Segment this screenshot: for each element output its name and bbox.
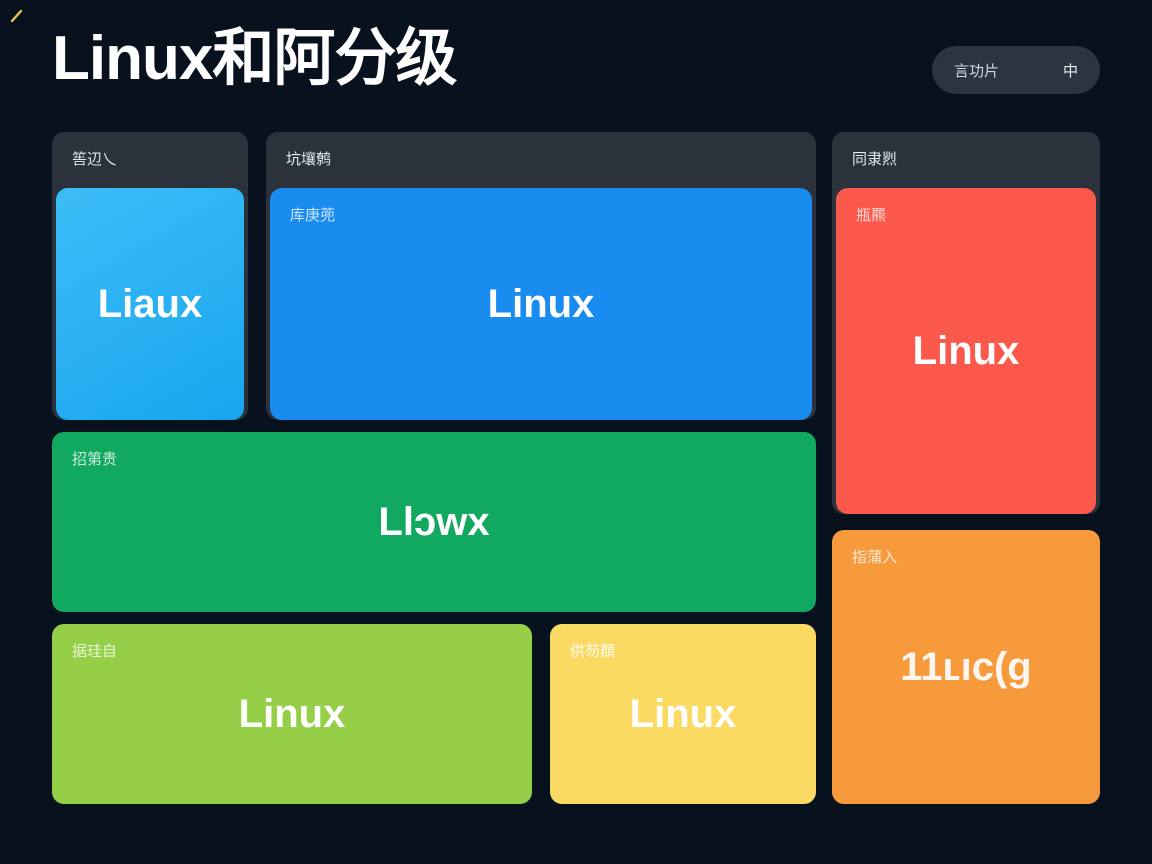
card-orange-label: 指蒲入	[852, 549, 898, 566]
card-secondary[interactable]: 库庚蔸 Linux	[270, 188, 812, 420]
panel-secondary-body: 库庚蔸 Linux	[266, 184, 816, 420]
card-tertiary-text: Linux	[912, 328, 1020, 373]
panel-primary-body: Liaux	[52, 184, 248, 420]
page-title: Linux和阿分级	[52, 24, 457, 93]
card-emerald-label: 招第贵	[72, 451, 118, 468]
panel-primary-header: 筶辺乀	[72, 150, 118, 168]
card-amber-label: 供芴頵	[570, 643, 616, 660]
panel-tertiary-header: 同隶煭	[852, 150, 898, 168]
corner-slash-icon	[8, 8, 26, 26]
card-secondary-text: Linux	[487, 281, 595, 326]
card-primary-text: Liaux	[97, 281, 203, 326]
card-amber[interactable]: 供芴頵 Linux	[550, 624, 816, 804]
language-switcher-value: 中	[1062, 62, 1078, 80]
card-orange-text: 11ʟıc(g	[900, 644, 1032, 689]
card-tertiary-label: 瓶羆	[856, 207, 887, 224]
panel-secondary[interactable]: 坑壤鹩 库庚蔸 Linux	[266, 132, 816, 420]
card-emerald-text: Llɔwx	[378, 499, 490, 544]
panel-tertiary[interactable]: 同隶煭 瓶羆 Linux	[832, 132, 1100, 514]
card-lime-text: Linux	[238, 691, 346, 736]
card-lime-label: 据珪自	[72, 643, 118, 660]
page-header: Linux和阿分级 言功片 中	[0, 0, 1152, 132]
card-orange[interactable]: 指蒲入 11ʟıc(g	[832, 530, 1100, 804]
panel-primary[interactable]: 筶辺乀 Liaux	[52, 132, 248, 420]
card-emerald[interactable]: 招第贵 Llɔwx	[52, 432, 816, 612]
panel-secondary-header: 坑壤鹩	[286, 150, 332, 168]
card-board: 筶辺乀 Liaux 坑壤鹩 库庚蔸 Linux 同隶煭 瓶羆 Linux 招第贵…	[52, 132, 1100, 804]
card-tertiary[interactable]: 瓶羆 Linux	[836, 188, 1096, 514]
panel-tertiary-body: 瓶羆 Linux	[832, 184, 1100, 514]
language-switcher-label: 言功片	[954, 62, 1000, 80]
language-switcher[interactable]: 言功片 中	[932, 46, 1100, 94]
card-lime[interactable]: 据珪自 Linux	[52, 624, 532, 804]
card-amber-text: Linux	[629, 691, 737, 736]
card-secondary-label: 库庚蔸	[290, 207, 336, 224]
card-primary[interactable]: Liaux	[56, 188, 244, 420]
